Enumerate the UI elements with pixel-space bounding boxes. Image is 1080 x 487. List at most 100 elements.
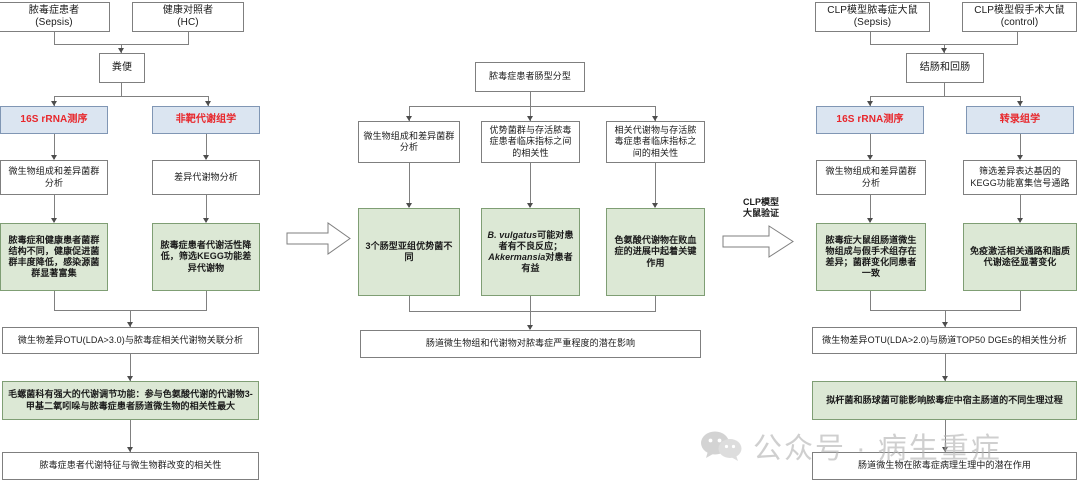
arrow-head (867, 155, 873, 160)
box-method-16s-rrna: 16S rRNA测序 (0, 106, 108, 134)
connector-line (1020, 134, 1021, 159)
analysis-microbiome-right-label: 微生物组成和差异菌群分析 (825, 166, 917, 188)
wechat-icon (700, 431, 744, 461)
result-microbiome-label: 脓毒症和健康患者菌群结构不同，健康促进菌群丰度降低，感染源菌群显著富集 (8, 234, 100, 279)
arrow-head (127, 376, 133, 381)
box-analysis-metabolites-left: 差异代谢物分析 (152, 160, 260, 195)
arrow-head (406, 116, 412, 121)
connector-line (409, 163, 410, 207)
arrow-head (527, 116, 533, 121)
sepsis-patients-line1: 脓毒症患者 (28, 4, 80, 16)
box-branch-metabolite-correlation: 相关代谢物与存活脓毒症患者临床指标之间的相关性 (606, 121, 705, 163)
connector-line (870, 195, 871, 222)
box-enterotype-classification: 脓毒症患者肠型分型 (475, 62, 585, 92)
connector-line (206, 134, 207, 159)
arrow-head (118, 48, 124, 53)
connector-line (945, 354, 946, 381)
feces-label: 粪便 (111, 61, 133, 73)
connector-line (870, 96, 1020, 97)
connector-line (655, 106, 656, 121)
box-branch-microbiome-analysis: 微生物组成和差异菌群分析 (358, 121, 460, 163)
connector-line (1020, 291, 1021, 310)
box-branch-dominant-flora-correlation: 优势菌群与存活脓毒症患者临床指标之间的相关性 (481, 121, 580, 163)
healthy-controls-line2: (HC) (177, 17, 199, 28)
connector-line (130, 354, 131, 381)
correlation-analysis-label: 微生物差异OTU(LDA>3.0)与脓毒症相关代谢物关联分析 (17, 334, 244, 345)
connector-line (409, 311, 656, 312)
result-2-italic-1: B. vulgatus (487, 229, 538, 240)
arrow-head (942, 322, 948, 327)
box-correlation-result-left: 毛螺菌科有强大的代谢调节功能：参与色氨酸代谢的代谢物3-甲基二氧吲哚与脓毒症患者… (2, 381, 259, 420)
branch-1-label: 微生物组成和差异菌群分析 (363, 130, 455, 152)
arrow-head (127, 447, 133, 452)
arrow-head (527, 325, 533, 330)
arrow-head (51, 218, 57, 223)
arrow-head (527, 203, 533, 208)
result-2-mid: 可能对患者有不良反应； (498, 229, 574, 251)
box-feces: 粪便 (99, 53, 145, 83)
method-16s-label: 16S rRNA测序 (20, 113, 88, 125)
box-result-metabolites-left: 脓毒症患者代谢活性降低，筛选KEGG功能差异代谢物 (152, 223, 260, 291)
branch-2-label: 优势菌群与存活脓毒症患者临床指标之间的相关性 (489, 125, 572, 158)
connector-line (530, 296, 531, 311)
box-analysis-microbiome-right: 微生物组成和差异菌群分析 (816, 160, 926, 195)
connector-line (944, 83, 945, 96)
connector-line (1017, 32, 1018, 44)
arrow-head (867, 218, 873, 223)
correlation-result-right-label: 拟杆菌和肠球菌可能影响脓毒症中宿主肠道的不同生理过程 (826, 394, 1063, 405)
result-kegg-label: 免疫激活相关通路和脂质代谢途径显著变化 (969, 245, 1071, 267)
connector-line (1020, 195, 1021, 222)
box-result-microbiome-left: 脓毒症和健康患者菌群结构不同，健康促进菌群丰度降低，感染源菌群显著富集 (0, 223, 108, 291)
arrow-head (203, 155, 209, 160)
arrow-head (406, 203, 412, 208)
clp-sepsis-line1: CLP模型脓毒症大鼠 (827, 4, 918, 16)
branch-3-label: 相关代谢物与存活脓毒症患者临床指标之间的相关性 (614, 125, 697, 158)
correlation-result-label: 毛螺菌科有强大的代谢调节功能：参与色氨酸代谢的代谢物3-甲基二氧吲哚与脓毒症患者… (8, 389, 253, 411)
connector-line (530, 311, 531, 329)
enterotype-label: 脓毒症患者肠型分型 (489, 71, 571, 82)
connector-line (530, 106, 531, 121)
connector-line (870, 291, 871, 310)
box-correlation-analysis-left: 微生物差异OTU(LDA>3.0)与脓毒症相关代谢物关联分析 (2, 327, 259, 354)
box-clp-sham-rats: CLP模型假手术大鼠 (control) (962, 2, 1077, 32)
method-16s-right-label: 16S rRNA测序 (836, 113, 904, 125)
method-metabolomics-label: 非靶代谢组学 (175, 113, 237, 125)
conclusion-middle-label: 肠道微生物组和代谢物对脓毒症严重程度的潜在影响 (425, 338, 636, 349)
result-metabolites-label: 脓毒症患者代谢活性降低，筛选KEGG功能差异代谢物 (160, 240, 252, 273)
box-conclusion-right: 肠道微生物在脓毒症病理生理中的潜在作用 (812, 452, 1077, 480)
arrow-head (1017, 155, 1023, 160)
box-sepsis-patients: 脓毒症患者 (Sepsis) (0, 2, 110, 32)
result-1-label: 3个肠型亚组优势菌不同 (365, 240, 453, 262)
result-2-italic-2: Akkermansia (488, 252, 546, 262)
clp-sepsis-line2: (Sepsis) (853, 17, 892, 28)
connector-line (54, 195, 55, 222)
box-healthy-controls: 健康对照者 (HC) (132, 2, 244, 32)
connector-line (409, 296, 410, 311)
box-method-metabolomics: 非靶代谢组学 (152, 106, 260, 134)
box-result-microbiome-right: 脓毒症大鼠组肠道微生物组成与假手术组存在差异；菌群变化同患者一致 (816, 223, 926, 291)
connector-line (54, 291, 55, 310)
box-result-bacteria-effects: B. vulgatus可能对患者有不良反应；Akkermansia对患者有益 (481, 208, 580, 296)
connector-line (530, 163, 531, 207)
connector-line (54, 32, 55, 44)
arrow-head (942, 376, 948, 381)
box-colon-ileum: 结肠和回肠 (906, 53, 984, 83)
arrow-head (51, 101, 57, 106)
connector-line (130, 310, 131, 327)
arrow-label-line1: CLP模型 (742, 197, 779, 207)
analysis-metabolites-label: 差异代谢物分析 (174, 171, 238, 182)
healthy-controls-line1: 健康对照者 (162, 4, 214, 16)
box-correlation-analysis-right: 微生物差异OTU(LDA>2.0)与肠道TOP50 DGEs的相关性分析 (812, 327, 1077, 354)
arrow-head (51, 155, 57, 160)
box-result-kegg: 免疫激活相关通路和脂质代谢途径显著变化 (963, 223, 1077, 291)
conclusion-right-label: 肠道微生物在脓毒症病理生理中的潜在作用 (858, 460, 1031, 471)
tissue-label: 结肠和回肠 (919, 61, 971, 73)
arrow-head (1017, 218, 1023, 223)
arrow-head (652, 116, 658, 121)
block-arrow-left (286, 222, 351, 255)
analysis-kegg-label: 筛选差异表达基因的KEGG功能富集信号通路 (970, 166, 1070, 188)
connector-line (870, 32, 871, 44)
box-method-transcriptomics: 转录组学 (966, 106, 1074, 134)
arrow-head (652, 203, 658, 208)
arrow-head (941, 48, 947, 53)
